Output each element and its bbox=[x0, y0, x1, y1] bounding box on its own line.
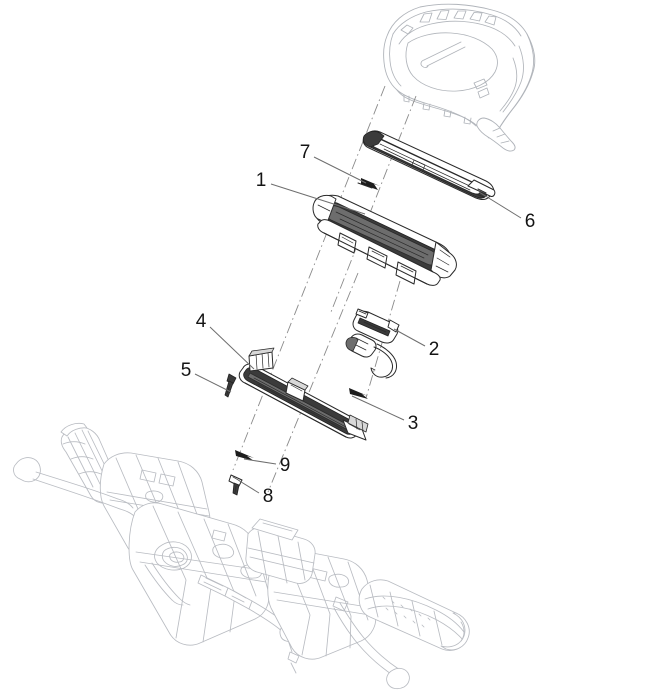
part-9-arrow bbox=[235, 450, 254, 461]
callout-3-label: 3 bbox=[408, 413, 419, 434]
front-cowl-housing bbox=[383, 3, 536, 152]
callout-8-leader bbox=[237, 479, 260, 494]
callouts-layer: 1 2 3 4 5 6 bbox=[181, 142, 536, 507]
centerline-mid bbox=[267, 272, 359, 493]
callout-5[interactable]: 5 bbox=[181, 360, 232, 393]
callout-6[interactable]: 6 bbox=[478, 191, 536, 232]
part-7-assembly-arrow bbox=[357, 178, 380, 190]
part-6-trim-bezel bbox=[362, 130, 496, 200]
callout-2-leader bbox=[393, 328, 426, 347]
callout-9[interactable]: 9 bbox=[243, 455, 291, 476]
callout-1-leader bbox=[270, 183, 366, 215]
part-5-screw bbox=[224, 373, 237, 398]
callout-6-label: 6 bbox=[525, 211, 536, 232]
callout-4-leader bbox=[209, 326, 255, 370]
callout-2-label: 2 bbox=[429, 339, 440, 360]
callout-5-label: 5 bbox=[181, 360, 192, 381]
callout-1[interactable]: 1 bbox=[256, 170, 366, 215]
part-8-screw bbox=[228, 474, 243, 496]
callout-7-label: 7 bbox=[300, 142, 311, 163]
callout-8[interactable]: 8 bbox=[237, 479, 274, 507]
callout-2[interactable]: 2 bbox=[393, 328, 440, 360]
callout-8-label: 8 bbox=[263, 486, 274, 507]
callout-4-label: 4 bbox=[196, 311, 207, 332]
callout-1-label: 1 bbox=[256, 170, 267, 191]
callout-3-leader bbox=[351, 395, 405, 421]
callout-5-leader bbox=[194, 373, 232, 393]
handlebar-assembly bbox=[13, 422, 470, 690]
part-1-instrument-cluster bbox=[312, 194, 457, 286]
callout-7-leader bbox=[313, 156, 367, 184]
part-3-arrow bbox=[349, 388, 368, 399]
callout-4[interactable]: 4 bbox=[196, 311, 255, 370]
part-3-support-bracket bbox=[238, 347, 369, 441]
callout-7[interactable]: 7 bbox=[300, 142, 367, 184]
callout-6-leader bbox=[478, 191, 522, 219]
callout-3[interactable]: 3 bbox=[351, 395, 419, 434]
centerline-left bbox=[232, 85, 386, 471]
part-2-sensor-with-cable bbox=[345, 308, 400, 379]
callout-9-leader bbox=[243, 458, 277, 465]
callout-9-label: 9 bbox=[280, 455, 291, 476]
